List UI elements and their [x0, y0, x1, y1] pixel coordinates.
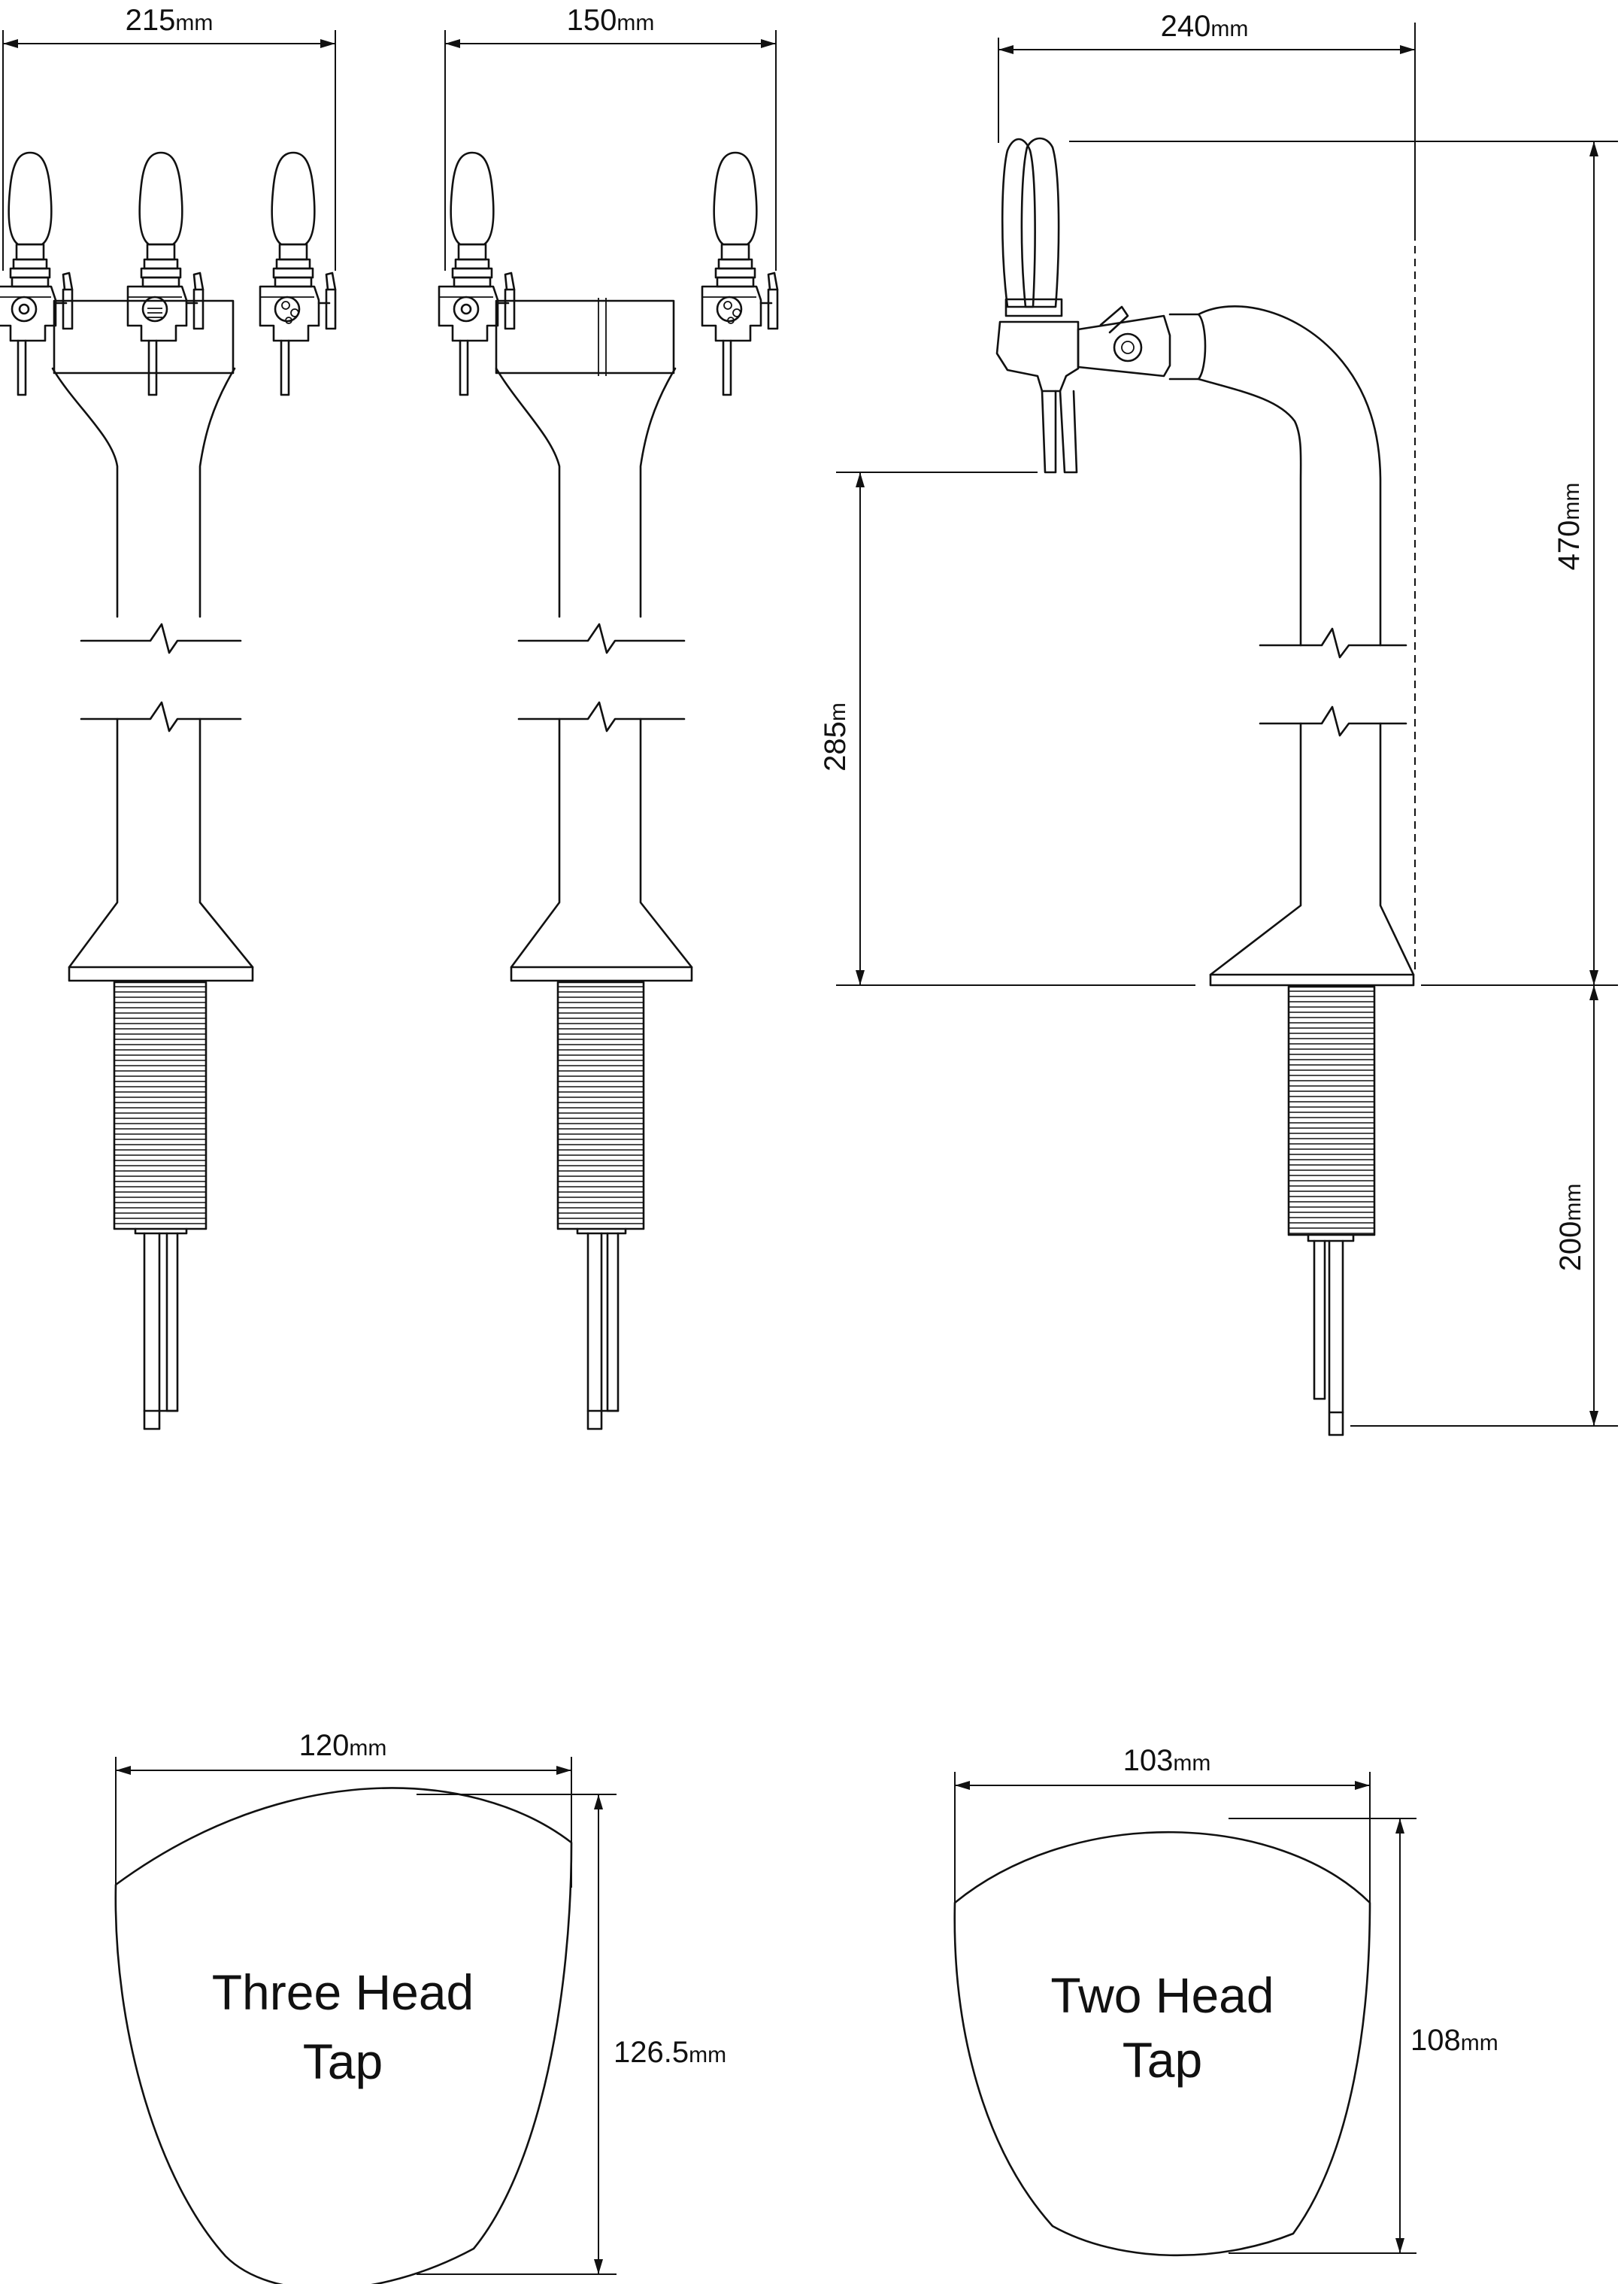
- svg-text:285m: 285m: [819, 702, 852, 772]
- svg-text:200mm: 200mm: [1554, 1184, 1587, 1272]
- total-height-unit: mm: [1559, 483, 1584, 520]
- two-head-front-view: [438, 151, 779, 1430]
- side-thread: [1287, 985, 1376, 1236]
- two-head-width-value: 150: [567, 4, 617, 37]
- two-base-width-unit: mm: [1173, 1751, 1210, 1776]
- svg-text:240mm: 240mm: [1161, 10, 1249, 43]
- svg-text:126.5mm: 126.5mm: [614, 2036, 726, 2069]
- three-base-width-value: 120: [299, 1729, 350, 1762]
- two-head-footprint: 103mm 108mm Two Head Tap: [953, 1744, 1498, 2257]
- two-head-thread: [556, 981, 645, 1230]
- svg-text:120mm: 120mm: [299, 1729, 387, 1762]
- three-head-label-line1: Three Head: [212, 1964, 474, 2020]
- svg-text:108mm: 108mm: [1410, 2024, 1498, 2057]
- two-head-width-unit: mm: [617, 11, 654, 35]
- three-head-label-line2: Tap: [303, 2034, 383, 2089]
- svg-text:150mm: 150mm: [567, 4, 655, 37]
- dimension-three-head-width: 215mm: [2, 4, 336, 271]
- three-base-depth-value: 126.5: [614, 2036, 689, 2069]
- dimension-side-reach: 240mm: [998, 10, 1416, 233]
- dimension-total-height: 470mm: [1069, 141, 1618, 986]
- two-base-depth-value: 108: [1410, 2024, 1461, 2057]
- svg-text:470mm: 470mm: [1553, 483, 1586, 571]
- dimension-spout-height: 285m: [819, 472, 1195, 986]
- two-head-label-line2: Tap: [1123, 2032, 1202, 2088]
- two-base-width-value: 103: [1123, 1744, 1174, 1777]
- shank-length-unit: mm: [1561, 1184, 1586, 1221]
- two-base-depth-unit: mm: [1461, 2031, 1498, 2055]
- three-head-width-unit: mm: [175, 11, 213, 35]
- three-head-thread: [113, 981, 208, 1230]
- side-reach-value: 240: [1161, 10, 1211, 43]
- three-head-width-value: 215: [126, 4, 176, 37]
- dimension-shank-length: 200mm: [1350, 985, 1618, 1427]
- two-head-label-line1: Two Head: [1050, 1967, 1274, 2023]
- spout-height-value: 285: [819, 721, 852, 772]
- svg-text:215mm: 215mm: [126, 4, 214, 37]
- three-head-footprint: 120mm 126.5mm Three Head Tap: [114, 1729, 726, 2284]
- three-base-width-unit: mm: [349, 1736, 386, 1761]
- three-base-depth-unit: mm: [689, 2043, 726, 2067]
- spout-height-unit: m: [826, 702, 850, 721]
- side-reach-unit: mm: [1210, 17, 1248, 41]
- svg-text:103mm: 103mm: [1123, 1744, 1211, 1777]
- total-height-value: 470: [1553, 520, 1586, 571]
- dimension-two-head-width: 150mm: [444, 4, 777, 271]
- shank-length-value: 200: [1554, 1221, 1587, 1272]
- three-head-front-view: [0, 151, 337, 1430]
- side-view: [995, 137, 1416, 1436]
